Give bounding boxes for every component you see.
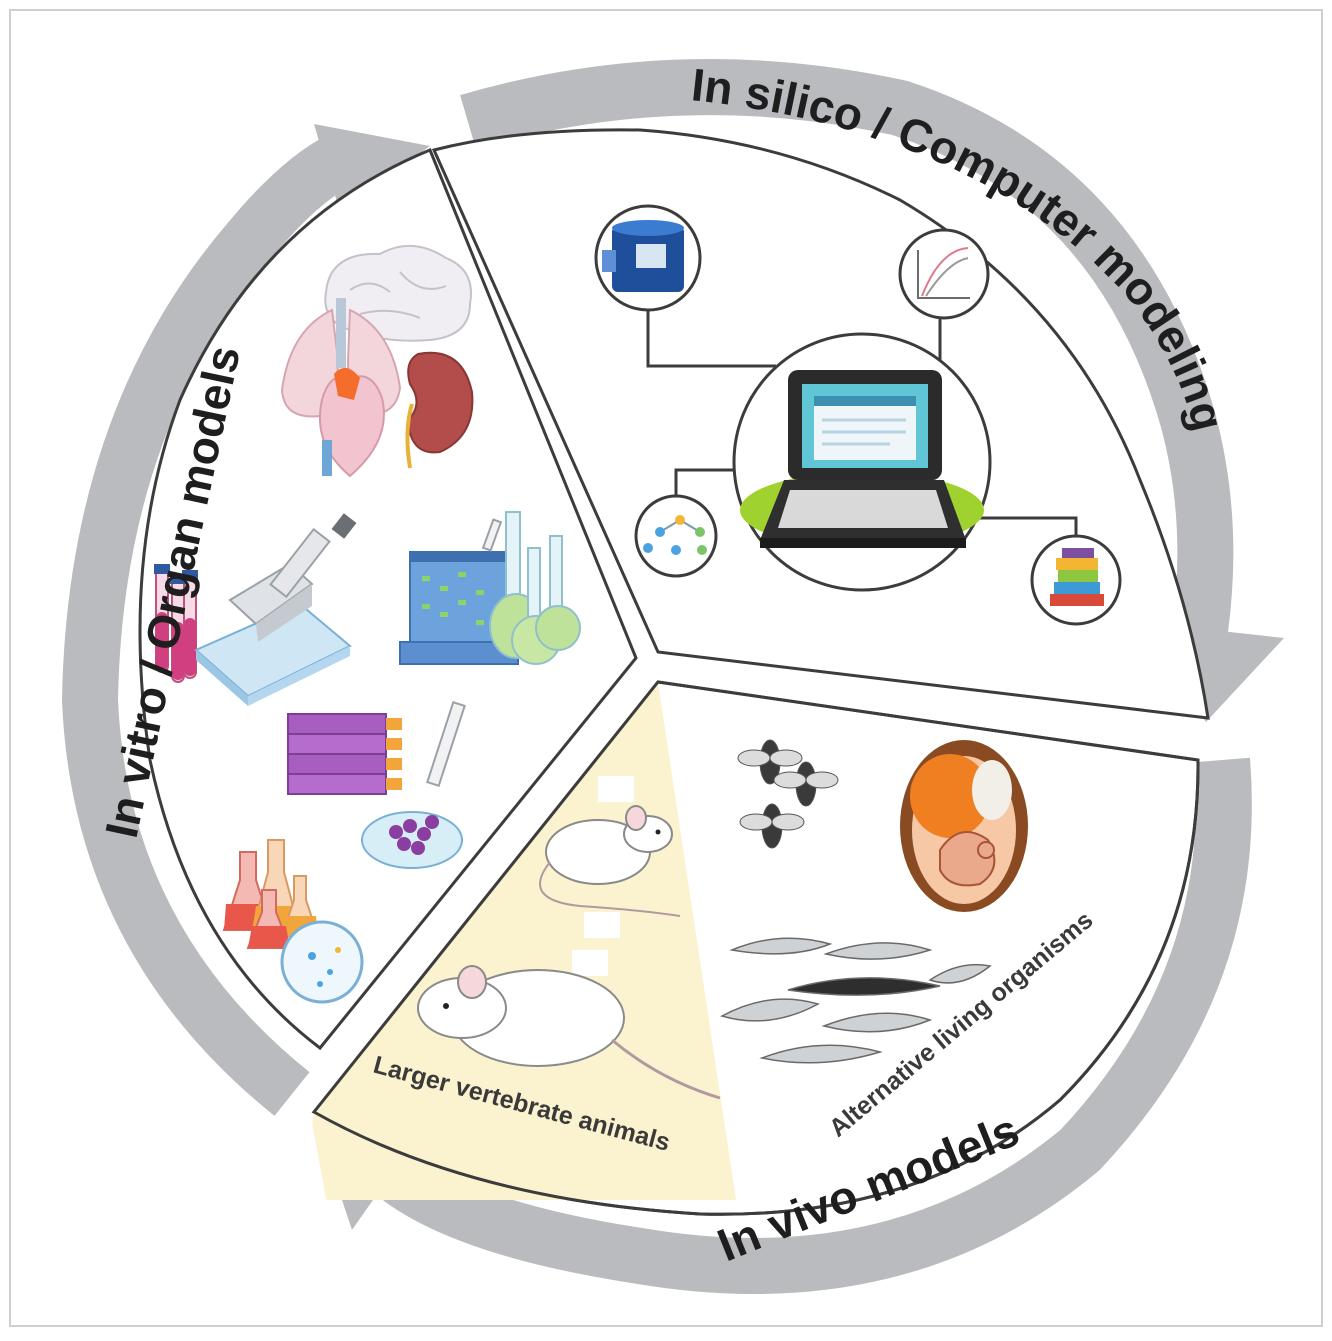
rat-icon [417,965,721,1100]
erlenmeyer-flasks-icon [222,839,364,1004]
fruit-flies-icon [737,739,839,849]
chick-embryo-egg-icon [900,740,1028,912]
culture-flasks-icon [287,713,402,795]
kidney-icon [405,351,474,469]
brain-icon [324,244,472,342]
curve-chart-icon [898,228,990,320]
pipette-well-plate-icon [194,513,357,706]
in-vitro-arrow [61,124,430,1116]
lungs-heart-icon [280,298,402,478]
test-tubes-icon [154,564,198,683]
mouse-icon [539,805,681,917]
laptop-icon [732,332,992,592]
zebrafish-icon [720,937,992,1064]
flasks-icon [481,511,581,665]
petri-dish-icon [361,700,466,869]
database-icon [594,204,702,312]
books-icon [1030,534,1122,626]
network-icon [634,494,718,578]
in-vitro-sector [138,148,638,1051]
